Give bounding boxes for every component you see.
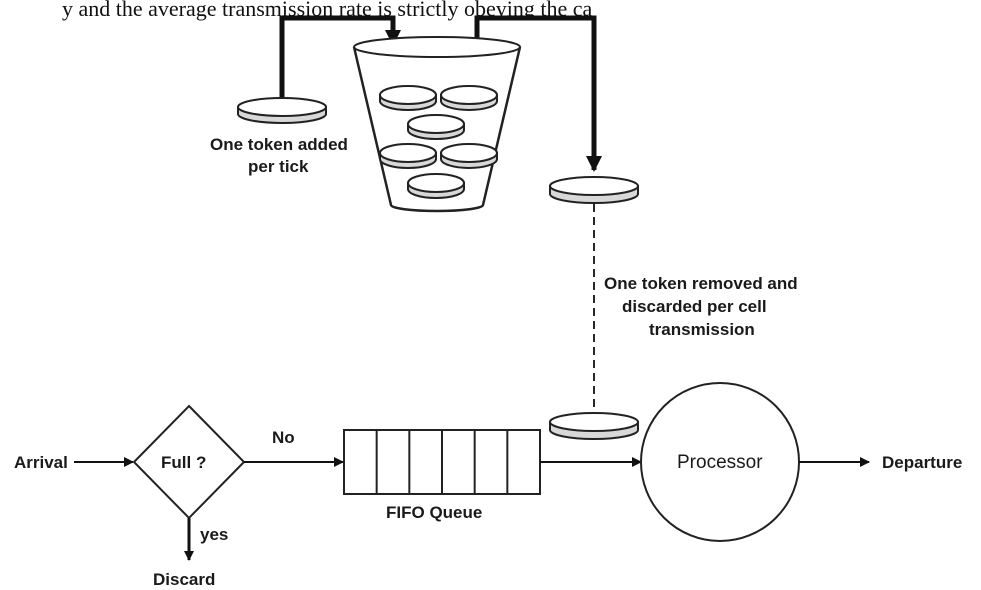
bucket-token-icon (441, 144, 497, 168)
bucket-token-icon (408, 174, 464, 198)
arrival-label: Arrival (14, 453, 68, 472)
token-removed-icon (550, 177, 638, 203)
bucket-token-icon (441, 86, 497, 110)
token-added-label-line2: per tick (248, 157, 309, 176)
gate-token-icon (550, 413, 638, 439)
token-added-icon (238, 98, 326, 123)
processor-label: Processor (677, 452, 763, 473)
bucket-token-icon (408, 115, 464, 139)
token-removed-label-line2: discarded per cell (622, 297, 767, 316)
full-decision-label: Full ? (161, 453, 206, 472)
bucket-tokens (380, 86, 497, 198)
fifo-queue (344, 430, 540, 494)
token-removed-label-line1: One token removed and (604, 274, 798, 293)
bucket-token-icon (380, 86, 436, 110)
token-feed-line (282, 18, 393, 110)
departure-label: Departure (882, 453, 962, 472)
no-label: No (272, 428, 295, 447)
token-removed-label-line3: transmission (649, 320, 755, 339)
token-added-label-line1: One token added (210, 135, 348, 154)
fifo-queue-label: FIFO Queue (386, 503, 482, 522)
bucket-token-icon (380, 144, 436, 168)
discard-label: Discard (153, 570, 215, 589)
yes-label: yes (200, 525, 228, 544)
